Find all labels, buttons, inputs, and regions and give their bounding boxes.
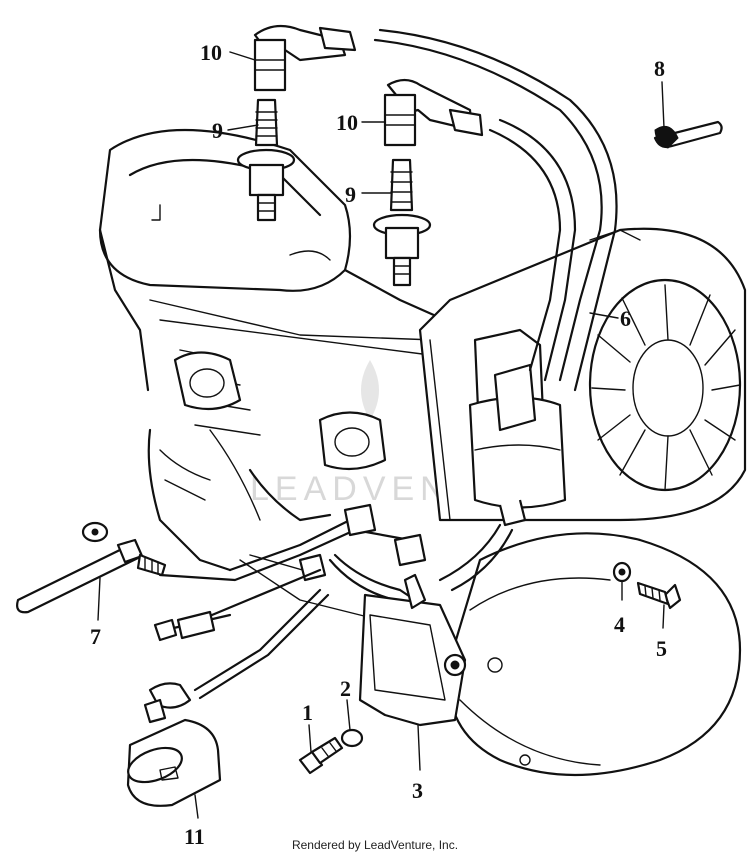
plug-cap-10-top <box>253 24 357 92</box>
plug-cap-10-middle <box>383 78 484 147</box>
regulator-3 <box>358 573 467 727</box>
engine-block <box>98 128 747 777</box>
callout-2: 2 <box>340 676 351 701</box>
spark-plug-leads <box>373 28 618 392</box>
bolt-1 <box>298 736 344 775</box>
callout-9-middle: 9 <box>345 182 356 207</box>
callout-3: 3 <box>412 778 423 803</box>
callout-11: 11 <box>184 824 205 849</box>
callout-1: 1 <box>302 700 313 725</box>
washer-2 <box>340 728 364 748</box>
watermark-flame-icon <box>361 360 379 420</box>
callout-6: 6 <box>620 306 631 331</box>
callout-7: 7 <box>90 624 101 649</box>
wiring-harness <box>143 503 514 724</box>
callout-9-top: 9 <box>212 118 223 143</box>
callout-5: 5 <box>656 636 667 661</box>
ignition-coil <box>468 328 567 527</box>
callout-10-middle: 10 <box>336 110 358 135</box>
callout-4: 4 <box>614 612 625 637</box>
bolt-5 <box>636 581 682 610</box>
footer-credit: Rendered by LeadVenture, Inc. <box>291 838 459 852</box>
callout-10-top: 10 <box>200 40 222 65</box>
spark-plug-9-middle <box>372 158 432 287</box>
callout-8: 8 <box>654 56 665 81</box>
clip-8 <box>653 120 723 149</box>
fan-grille <box>588 278 742 492</box>
sleeve-11 <box>126 718 222 807</box>
ground-wire-7 <box>16 521 167 614</box>
spark-plug-9-top <box>236 98 296 222</box>
leader-lines <box>97 51 665 819</box>
